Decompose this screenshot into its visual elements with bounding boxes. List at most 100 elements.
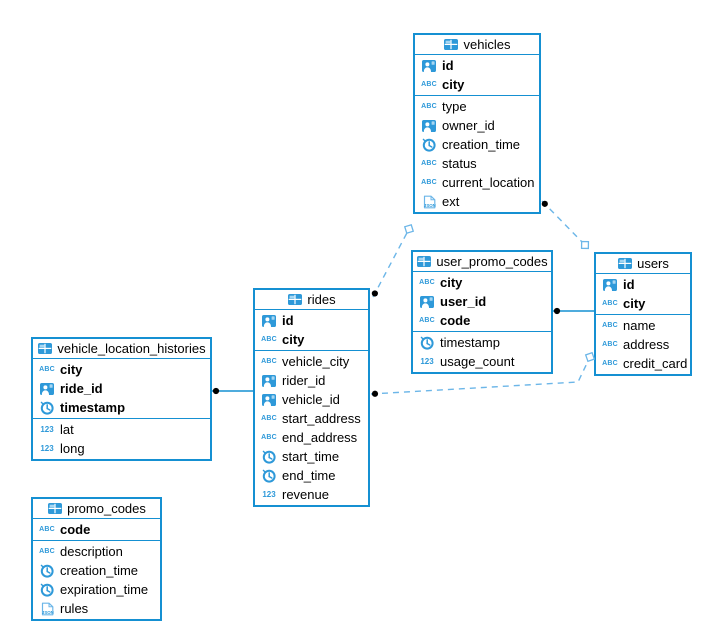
column-row-start_time[interactable]: start_time (255, 447, 368, 466)
column-row-timestamp[interactable]: timestamp (413, 333, 551, 352)
column-row-id[interactable]: id (255, 311, 368, 330)
column-name: type (442, 99, 467, 114)
person-icon (601, 278, 619, 291)
text-icon: ABC (421, 81, 437, 88)
table-header[interactable]: vehicle_location_histories (33, 339, 210, 359)
table-header[interactable]: rides (255, 290, 368, 310)
clock-icon (260, 468, 278, 483)
clock-icon (420, 137, 438, 152)
number-icon: 123 (40, 443, 54, 453)
column-row-id[interactable]: id (415, 56, 539, 75)
column-row-end_time[interactable]: end_time (255, 466, 368, 485)
column-name: owner_id (442, 118, 495, 133)
column-row-owner_id[interactable]: owner_id (415, 116, 539, 135)
column-name: description (60, 544, 123, 559)
column-name: city (440, 275, 463, 290)
column-name: address (623, 337, 670, 352)
text-icon: ABC (39, 366, 55, 373)
clock-icon (38, 563, 56, 578)
column-name: revenue (282, 487, 329, 502)
cardinality-diamond (580, 240, 590, 250)
column-name: timestamp (60, 400, 126, 415)
text-icon: ABC (602, 341, 618, 348)
svg-text:JSON: JSON (41, 610, 53, 615)
column-row-id[interactable]: id (596, 275, 690, 294)
column-name: id (623, 277, 635, 292)
column-row-type[interactable]: ABC type (415, 97, 539, 116)
table-icon (444, 39, 459, 50)
table-header[interactable]: user_promo_codes (413, 252, 551, 272)
column-name: timestamp (440, 335, 500, 350)
column-row-description[interactable]: ABC description (33, 542, 160, 561)
column-name: rider_id (282, 373, 326, 388)
text-icon: ABC (421, 103, 437, 110)
column-name: end_time (282, 468, 336, 483)
text-icon: ABC (261, 434, 277, 441)
svg-text:JSON: JSON (423, 203, 435, 208)
column-row-creation_time[interactable]: creation_time (33, 561, 160, 580)
fk-rides-vehicles-line[interactable] (372, 228, 410, 298)
fk-vehicles-users-line[interactable] (541, 200, 586, 246)
column-name: status (442, 156, 477, 171)
column-row-status[interactable]: ABC status (415, 154, 539, 173)
column-row-revenue[interactable]: 123 revenue (255, 485, 368, 504)
column-row-expiration_time[interactable]: expiration_time (33, 580, 160, 599)
column-row-vehicle_id[interactable]: vehicle_id (255, 390, 368, 409)
number-icon: 123 (262, 489, 276, 499)
column-row-creation_time[interactable]: creation_time (415, 135, 539, 154)
table-header[interactable]: users (596, 254, 690, 274)
column-name: credit_card (623, 356, 688, 371)
table-header[interactable]: vehicles (415, 35, 539, 55)
table-icon (416, 256, 431, 267)
column-name: vehicle_city (282, 354, 350, 369)
text-icon: ABC (421, 160, 437, 167)
column-name: id (442, 58, 454, 73)
column-name: lat (60, 422, 74, 437)
text-icon: ABC (602, 322, 618, 329)
column-row-address[interactable]: ABC address (596, 335, 690, 354)
json-icon: JSON (38, 602, 56, 616)
column-name: creation_time (60, 563, 139, 578)
number-icon: 123 (420, 356, 434, 366)
cardinality-dot (212, 387, 220, 395)
person-icon (260, 374, 278, 387)
column-row-rider_id[interactable]: rider_id (255, 371, 368, 390)
column-name: start_address (282, 411, 361, 426)
column-row-user_id[interactable]: user_id (413, 292, 551, 311)
table-header[interactable]: promo_codes (33, 499, 160, 519)
text-icon: ABC (39, 548, 55, 555)
column-row-ride_id[interactable]: ride_id (33, 379, 210, 398)
column-row-timestamp[interactable]: timestamp (33, 398, 210, 417)
column-name: expiration_time (60, 582, 149, 597)
column-name: city (282, 332, 305, 347)
person-icon (418, 295, 436, 308)
columns-section: ABC description creation_time expiration_ti… (33, 540, 160, 619)
